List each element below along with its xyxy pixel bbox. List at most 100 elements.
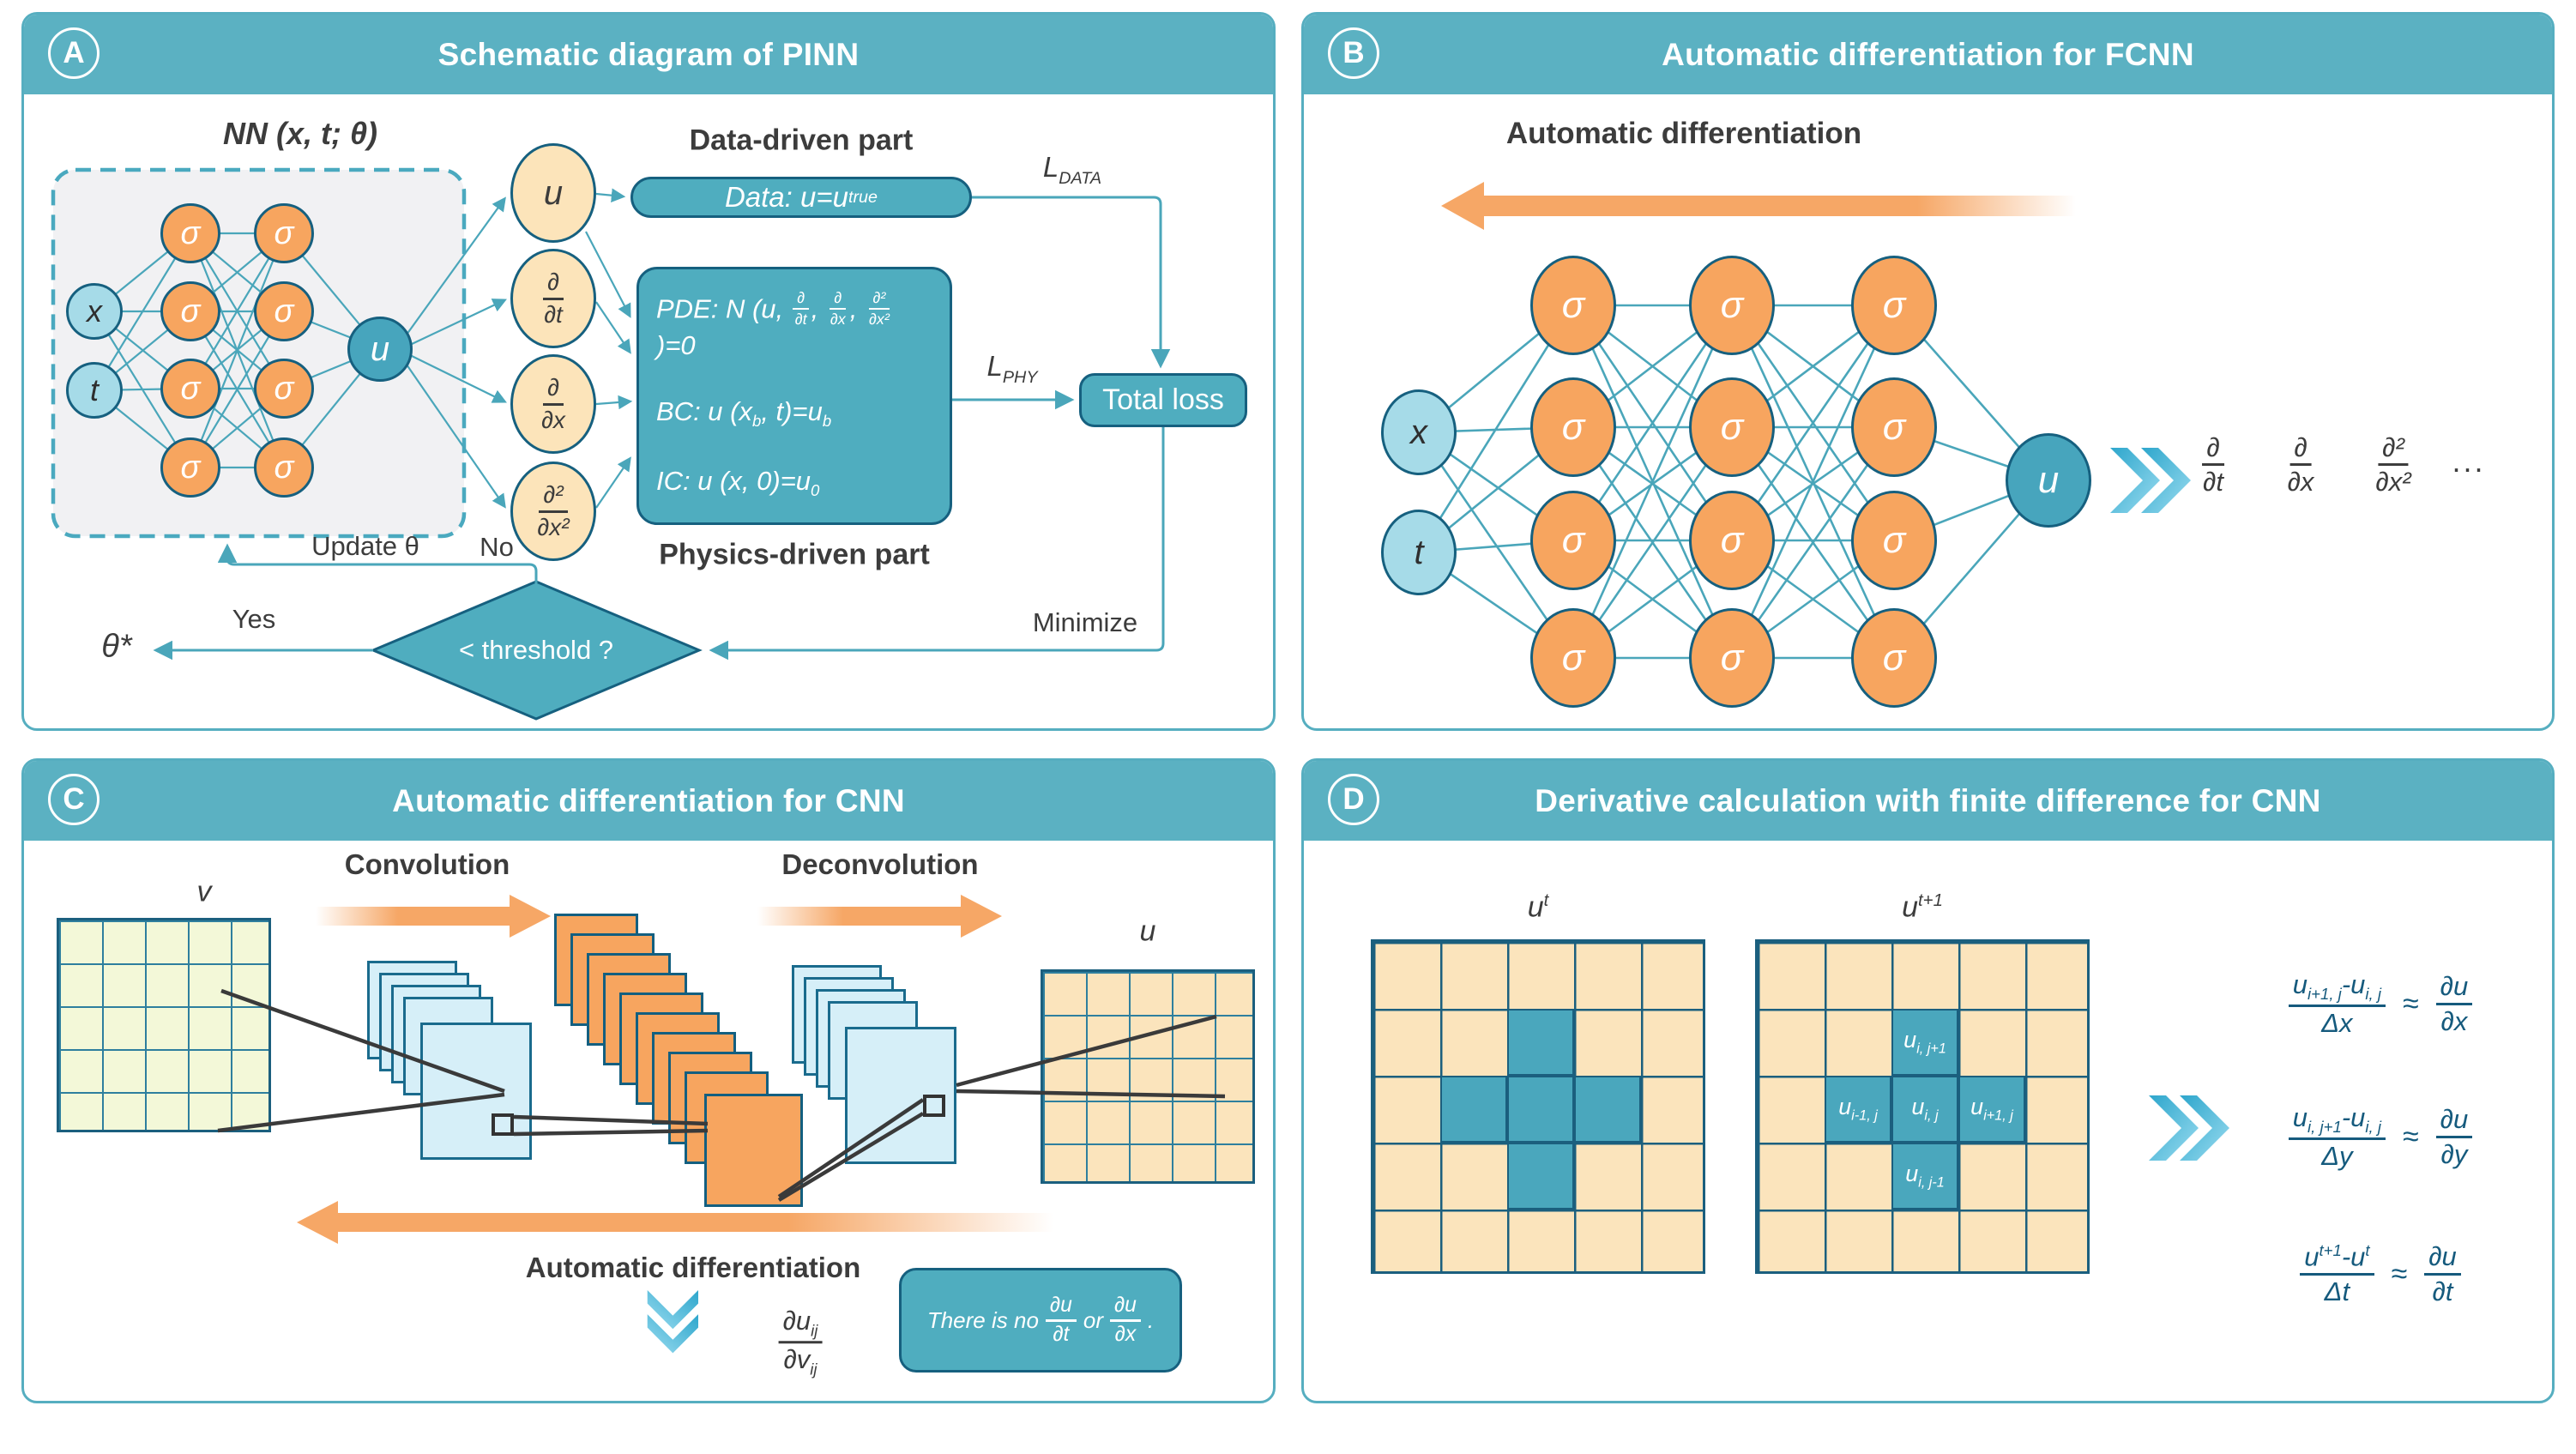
panel-b-badge: B <box>1328 27 1379 79</box>
panel-c: C Automatic differentiation for CNN <box>21 758 1276 1403</box>
sigma-node: σ <box>160 359 220 419</box>
stencil-cell-center: ui, j <box>1891 1076 1958 1143</box>
sigma-node: σ <box>254 203 314 263</box>
double-chevron-right-icon <box>2149 1095 2229 1161</box>
deriv-ddt: ∂∂t <box>2202 432 2224 498</box>
l-data-path <box>972 196 1171 369</box>
no-update-path <box>217 543 538 583</box>
fcnn-edges-h3-out <box>1893 305 2049 659</box>
panel-a-title: Schematic diagram of PINN <box>437 36 860 72</box>
panel-c-badge: C <box>48 774 100 825</box>
edge-u-to-tap-dx2 <box>409 354 507 403</box>
double-chevron-down-icon <box>647 1290 698 1354</box>
grid-u-t1: ui, j+1 ui-1, j ui, j ui+1, j ui, j-1 <box>1755 939 2090 1274</box>
grid-u-t <box>1371 939 1705 1274</box>
l-data-label: LDATA <box>1042 151 1102 188</box>
sigma-node: σ <box>160 203 220 263</box>
edge-tap-u-to-pde <box>585 231 631 318</box>
sigma-node: σ <box>1851 256 1937 355</box>
physics-driven-heading: Physics-driven part <box>659 538 930 571</box>
ellipsis-label: ... <box>2452 443 2486 479</box>
convolution-label: Convolution <box>344 848 510 880</box>
edge-u-to-tap-u <box>406 196 506 335</box>
panel-a-header: A Schematic diagram of PINN <box>24 15 1273 94</box>
sigma-node: σ <box>1530 608 1616 708</box>
panel-b-title: Automatic differentiation for FCNN <box>1662 36 2194 72</box>
finite-difference-y: ui, j+1-ui, j Δy ≈ ∂u∂y <box>2226 1085 2535 1188</box>
panel-b-header: B Automatic differentiation for FCNN <box>1304 15 2552 94</box>
kernel-square <box>923 1095 945 1117</box>
no-label: No <box>480 532 514 562</box>
edge-u-to-tap-dt <box>409 299 507 346</box>
stencil-cell-top: ui, j+1 <box>1891 1009 1958 1076</box>
input-node-t: t <box>66 362 123 419</box>
panel-d: D Derivative calculation with finite dif… <box>1301 758 2555 1403</box>
minimize-path <box>709 427 1165 661</box>
sigma-node: σ <box>160 437 220 498</box>
no-derivative-note: There is no ∂u∂t or ∂u∂x . <box>899 1268 1182 1373</box>
sigma-node: σ <box>1689 256 1775 355</box>
nn-edges-h1-h2 <box>189 232 286 469</box>
fcnn-edges-h2-h3 <box>1730 304 1896 660</box>
sigma-node: σ <box>1689 377 1775 477</box>
deconvolution-arrow <box>757 895 1002 938</box>
tap-d2dx2: ∂²∂x² <box>510 462 596 561</box>
convolution-arrow <box>316 895 551 938</box>
edge-tap-dx2-to-pde <box>595 456 631 509</box>
sigma-node: σ <box>1530 491 1616 590</box>
double-chevron-right-icon <box>2110 448 2191 513</box>
sigma-node: σ <box>1689 608 1775 708</box>
panel-a: A Schematic diagram of PINN <box>21 12 1276 731</box>
sigma-node: σ <box>1851 377 1937 477</box>
tap-u: u <box>510 143 596 243</box>
auto-diff-heading: Automatic differentiation <box>1505 117 1862 150</box>
threshold-label: < threshold ? <box>458 635 614 665</box>
sigma-node: σ <box>1689 491 1775 590</box>
duij-dvij-fraction: ∂uij ∂vij <box>778 1306 823 1379</box>
edge-tap-dx-to-pde <box>595 395 633 410</box>
input-node-x: x <box>1381 389 1457 475</box>
bc-equation: BC: u (xb, t)=ub <box>656 395 832 430</box>
sigma-node: σ <box>254 437 314 498</box>
threshold-diamond <box>370 580 703 721</box>
input-node-t: t <box>1381 510 1457 595</box>
panel-c-diagram-layer <box>217 895 1226 1354</box>
panel-b-diagram-layer <box>1417 182 2191 660</box>
data-driven-heading: Data-driven part <box>689 124 914 157</box>
panel-a-badge: A <box>48 27 100 79</box>
fcnn-edges-input-h1 <box>1417 304 1575 660</box>
panel-a-body: x t σ σ σ σ σ σ σ σ u u ∂∂t ∂∂x ∂²∂x² Da… <box>24 94 1273 728</box>
sigma-node: σ <box>254 281 314 341</box>
sigma-node: σ <box>1851 491 1937 590</box>
stencil-cell-right: ui+1, j <box>1958 1076 2025 1143</box>
fcnn-edges-h1-h2 <box>1572 304 1734 660</box>
panel-b-body: x t σ σ σ σ σ σ σ σ σ σ σ σ u Automatic … <box>1304 94 2552 728</box>
theta-star-label: θ* <box>101 628 132 665</box>
v-grid-label: v <box>196 875 212 908</box>
output-grid-u <box>1041 969 1255 1184</box>
input-node-x: x <box>66 283 123 340</box>
nn-edges-h2-out <box>283 232 381 468</box>
tap-ddx: ∂∂x <box>510 354 596 454</box>
feature-map-cyan-front <box>420 1023 532 1160</box>
panel-d-badge: D <box>1328 774 1379 825</box>
u-grid-label: u <box>1139 914 1156 948</box>
auto-diff-arrow <box>297 1201 1053 1244</box>
minimize-label: Minimize <box>1032 607 1138 637</box>
receptive-field-lines <box>217 988 1226 1202</box>
sigma-node: σ <box>254 359 314 419</box>
grid-u-t-label: ut <box>1527 890 1549 924</box>
deriv-d2dx2: ∂²∂x² <box>2375 432 2411 498</box>
physics-box: PDE: N (u, ∂∂t, ∂∂x, ∂²∂x² )=0 BC: u (xb… <box>636 267 952 525</box>
pde-equation: PDE: N (u, ∂∂t, ∂∂x, ∂²∂x² )=0 <box>656 289 890 360</box>
tap-ddt: ∂∂t <box>510 249 596 348</box>
auto-diff-arrow <box>1441 182 2076 230</box>
deconvolution-label: Deconvolution <box>781 848 979 880</box>
stencil-cell <box>1507 1076 1574 1143</box>
panel-d-title: Derivative calculation with finite diffe… <box>1535 782 2321 818</box>
panel-c-body: Convolution Deconvolution v u Automatic … <box>24 841 1273 1401</box>
panel-a-diagram-layer <box>51 167 1171 721</box>
stencil-cell <box>1574 1076 1641 1143</box>
output-node-u: u <box>347 317 413 382</box>
